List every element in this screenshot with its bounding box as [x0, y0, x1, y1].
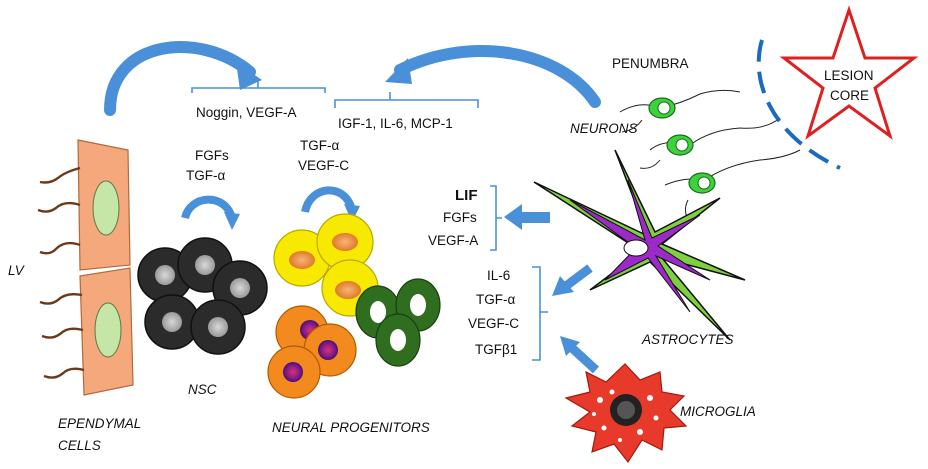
astrocyte	[533, 149, 746, 341]
arrow-astro-to-lif	[520, 212, 550, 223]
label-neurons: NEURONS	[570, 121, 638, 136]
arrow-ependymal-to-noggin	[104, 41, 256, 116]
label-ependymal-2: CELLS	[58, 438, 101, 453]
arrow-microglia-to-bracket	[568, 344, 600, 374]
microglia	[564, 363, 688, 464]
label-noggin-vegfa: Noggin, VEGF-A	[196, 105, 297, 120]
label-astrocytes: ASTROCYTES	[641, 332, 734, 347]
label-neural-progenitors: NEURAL PROGENITORS	[272, 420, 430, 435]
label-micro-factor-2: TGF-α	[476, 292, 515, 307]
label-igf-il6-mcp1: IGF-1, IL-6, MCP-1	[338, 116, 453, 131]
arrow-astro-to-bracket	[563, 264, 593, 290]
label-prog-factor-1: TGF-α	[300, 138, 339, 153]
label-astro-factor-2: FGFs	[443, 210, 477, 225]
label-astro-factor-3: VEGF-A	[428, 233, 478, 248]
label-nsc: NSC	[188, 382, 217, 397]
label-micro-factor-1: IL-6	[487, 268, 510, 283]
label-astro-factor-1: LIF	[455, 187, 478, 204]
arrow-progenitor-self	[301, 186, 356, 214]
bracket-microglia	[532, 266, 548, 361]
nsc-cluster	[137, 237, 268, 355]
label-lv: LV	[8, 263, 26, 278]
penumbra-boundary	[756, 39, 841, 170]
neuron-bodies	[648, 97, 716, 194]
ependymal-cells	[37, 139, 134, 396]
label-penumbra: PENUMBRA	[612, 56, 689, 71]
label-lesion-2: CORE	[830, 88, 869, 103]
bracket-noggin	[191, 80, 326, 93]
label-microglia: MICROGLIA	[680, 404, 756, 419]
label-micro-factor-4: TGFβ1	[475, 342, 517, 357]
label-nsc-factor-1: FGFs	[195, 148, 229, 163]
arrow-nsc-self	[181, 195, 236, 220]
lesion-core-star	[779, 5, 919, 140]
label-nsc-factor-2: TGF-α	[186, 168, 225, 183]
arrow-neurons-to-igf	[394, 45, 601, 108]
label-ependymal-1: EPENDYMAL	[58, 416, 141, 431]
yellow-progenitors	[273, 213, 379, 317]
label-lesion-1: LESION	[824, 68, 874, 83]
label-prog-factor-2: VEGF-C	[298, 158, 349, 173]
green-progenitors	[355, 278, 441, 367]
bracket-igf	[334, 92, 479, 108]
bracket-lif	[490, 185, 502, 251]
orange-progenitors	[267, 305, 357, 399]
label-micro-factor-3: VEGF-C	[468, 316, 519, 331]
cilia	[37, 166, 85, 379]
